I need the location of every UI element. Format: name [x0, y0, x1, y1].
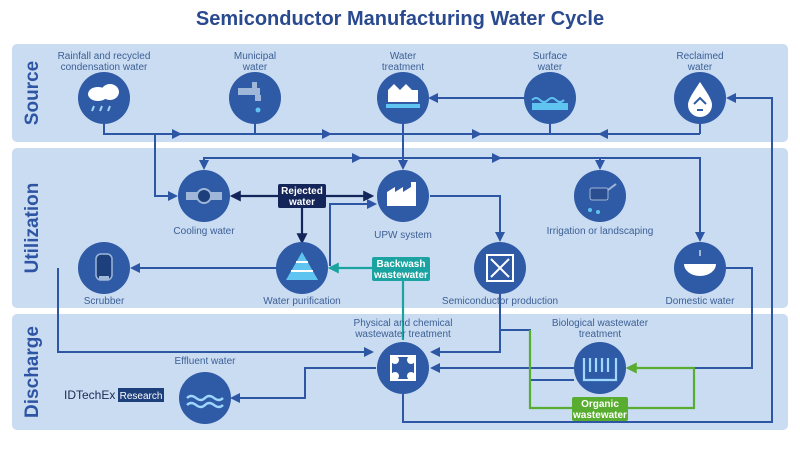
- label-physchem-1: Physical and chemical: [354, 318, 453, 329]
- faucet-icon: [238, 82, 261, 113]
- watering-can-icon: [588, 183, 617, 214]
- flow-physchem-to-reclaimed: [402, 93, 773, 423]
- label-cooling: Cooling water: [173, 226, 235, 237]
- node-surface-water: [524, 72, 576, 124]
- flow-purification-to-upw: [329, 199, 377, 266]
- tag-backwash-wastewater: Backwash wastewater: [372, 257, 430, 281]
- node-upw-system: [377, 170, 429, 222]
- flow-physchem-to-effluent: [230, 367, 376, 403]
- treatment-plant-icon: [386, 84, 420, 108]
- section-label-source: Source: [22, 61, 43, 125]
- label-treatment-1: Water: [390, 51, 417, 62]
- rain-cloud-icon: [88, 84, 119, 112]
- factory-icon: [387, 182, 416, 206]
- section-label-utilization: Utilization: [22, 183, 43, 274]
- node-physical-chemical-treatment: [377, 342, 429, 394]
- waves-icon: [531, 97, 568, 110]
- label-reclaimed-1: Reclaimed: [676, 51, 723, 62]
- node-water-purification: [276, 242, 328, 294]
- label-municipal-2: water: [242, 62, 268, 73]
- label-domestic: Domestic water: [666, 296, 736, 307]
- flow-scrubber-to-physchem: [57, 268, 374, 357]
- tag-backwash-line2: wastewater: [373, 270, 428, 281]
- label-semi-production: Semiconductor production: [442, 296, 558, 307]
- label-municipal-1: Municipal: [234, 51, 276, 62]
- tank-comb-icon: [582, 358, 618, 382]
- label-rainfall-2: condensation water: [61, 62, 148, 73]
- label-irrigation: Irrigation or landscaping: [547, 226, 654, 237]
- node-irrigation: [574, 170, 626, 222]
- label-effluent: Effluent water: [175, 356, 237, 367]
- tag-organic-line2: wastewater: [572, 410, 627, 421]
- water-waves-icon: [186, 394, 224, 409]
- node-domestic-water: [674, 242, 726, 294]
- label-treatment-2: treatment: [382, 62, 424, 73]
- tag-backwash-line1: Backwash: [377, 259, 426, 270]
- node-scrubber: [78, 242, 130, 294]
- label-physchem-2: wastewater treatment: [354, 329, 451, 340]
- tag-organic-wastewater: Organic wastewater: [572, 397, 628, 421]
- node-cooling-water: [178, 170, 230, 222]
- label-reclaimed-2: water: [687, 62, 713, 73]
- label-surface-1: Surface: [533, 51, 568, 62]
- node-municipal: [229, 72, 281, 124]
- label-rainfall-1: Rainfall and recycled: [58, 51, 151, 62]
- node-semiconductor-production: [474, 242, 526, 294]
- sink-icon: [684, 250, 716, 276]
- node-rainfall: [78, 72, 130, 124]
- connectors: [57, 93, 773, 423]
- label-bio-1: Biological wastewater: [552, 318, 649, 329]
- flow-source-collector: [103, 124, 700, 135]
- logo-badge: Research: [120, 391, 163, 402]
- label-scrubber: Scrubber: [84, 296, 125, 307]
- recycle-drop-icon: [688, 82, 712, 117]
- chip-tools-icon: [486, 254, 514, 282]
- flow-upw-to-production: [430, 195, 505, 242]
- label-purification: Water purification: [263, 296, 340, 307]
- label-upw: UPW system: [374, 230, 432, 241]
- diagram-title: Semiconductor Manufacturing Water Cycle: [195, 8, 605, 30]
- gear-network-icon: [390, 355, 416, 381]
- pipe-valve-icon: [186, 188, 222, 204]
- node-biological-treatment: [574, 342, 626, 394]
- node-reclaimed-water: [674, 72, 726, 124]
- tag-rejected-line2: water: [288, 197, 315, 208]
- node-water-treatment: [377, 72, 429, 124]
- flow-to-cooling-side: [154, 134, 178, 201]
- filter-pyramid-icon: [286, 252, 318, 280]
- tag-rejected-line1: Rejected: [281, 186, 323, 197]
- label-bio-2: treatment: [579, 329, 621, 340]
- section-label-discharge: Discharge: [22, 326, 43, 418]
- node-effluent-water: [179, 372, 231, 424]
- logo-name: IDTechEx: [64, 388, 115, 402]
- idtechex-logo: IDTechEx Research: [64, 388, 164, 402]
- tag-rejected-water: Rejected water: [278, 184, 326, 208]
- tag-organic-line1: Organic: [581, 399, 619, 410]
- node-labels: Rainfall and recycled condensation water…: [58, 51, 736, 367]
- label-surface-2: water: [537, 62, 563, 73]
- scrubber-tank-icon: [95, 253, 113, 281]
- flow-organic: [528, 330, 696, 410]
